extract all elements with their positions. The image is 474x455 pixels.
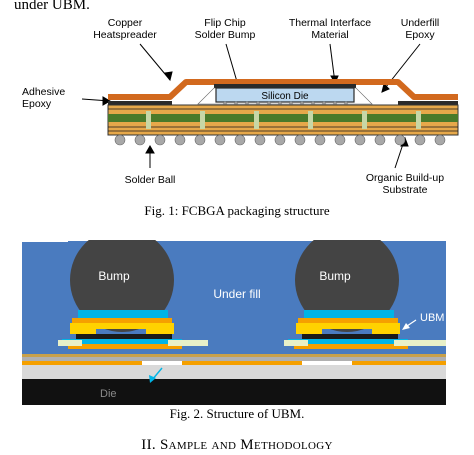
- fcbga-diagram: Silicon Die: [81, 43, 459, 169]
- label-solder-ball: Solder Ball: [124, 174, 176, 186]
- figure-2-caption: Fig. 2. Structure of UBM.: [169, 406, 305, 421]
- bump-right: [295, 240, 399, 332]
- bump-left: [70, 240, 174, 332]
- silicon-die-label: Silicon Die: [261, 91, 309, 102]
- label-organic-substrate: Organic Build-up Substrate: [365, 172, 445, 196]
- die-band: [22, 379, 446, 405]
- section-word-2: METHODOLOGY: [240, 437, 333, 453]
- label-thermal-interface: Thermal Interface Material: [288, 17, 372, 41]
- figure-1-caption: Fig. 1: FCBGA packaging structure: [144, 203, 330, 218]
- label-underfill-epoxy: Underfill Epoxy: [400, 17, 440, 41]
- figure-1: Copper Heatspreader Flip Chip Solder Bum…: [22, 17, 459, 218]
- section-heading: II. SAMPLE AND METHODOLOGY: [0, 437, 474, 454]
- label-copper-heatspreader: Copper Heatspreader: [93, 17, 157, 41]
- passivation: [58, 340, 446, 346]
- label-flip-chip-bump: Flip Chip Solder Bump: [194, 17, 256, 41]
- heatspreader-lid: [108, 79, 458, 100]
- running-text: under UBM.: [14, 0, 90, 13]
- bump-left-label: Bump: [98, 269, 130, 283]
- tim-layer: [214, 84, 356, 88]
- ubm-diagram: Bump Bump Under fill Die UBM: [22, 240, 446, 405]
- ubm-stack-left: [62, 310, 182, 349]
- silicon-die: [215, 87, 355, 103]
- section-word-and: AND: [211, 440, 237, 452]
- ubm-label: UBM: [420, 312, 444, 324]
- section-numeral: II.: [141, 437, 156, 453]
- metal-line: [22, 354, 446, 357]
- die-label: Die: [100, 388, 117, 400]
- ubm-stack-right: [288, 310, 408, 349]
- under-fill-label: Under fill: [213, 287, 260, 301]
- label-adhesive-epoxy: Adhesive Epoxy: [22, 86, 66, 110]
- section-word-1: SAMPLE: [160, 437, 208, 453]
- lower-layers: [22, 357, 446, 379]
- vias: [146, 111, 421, 129]
- substrate-layers: [108, 108, 458, 132]
- adhesive-epoxy-right: [398, 101, 458, 105]
- solder-balls: [114, 134, 446, 146]
- substrate-core: [108, 114, 458, 122]
- adhesive-epoxy-left: [108, 101, 172, 105]
- bump-right-label: Bump: [319, 269, 351, 283]
